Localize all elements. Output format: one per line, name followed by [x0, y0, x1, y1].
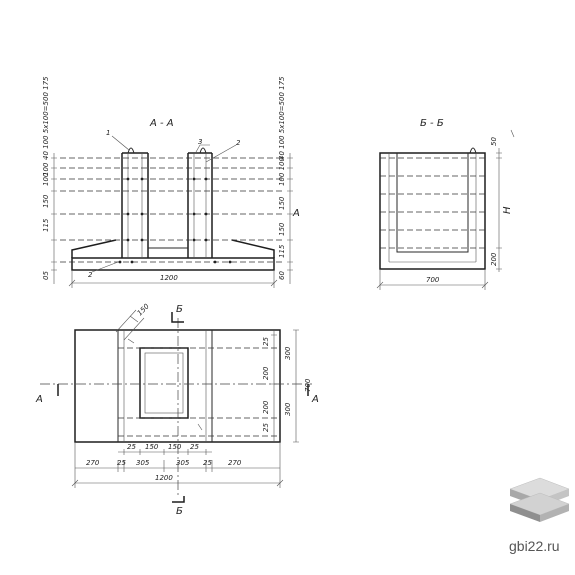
- aa-right-dim-60: 60: [278, 271, 286, 280]
- aa-rebar-lines: [60, 157, 282, 263]
- plan-cup-outer: [139, 347, 189, 419]
- plan-inner-dim-150b: 150: [168, 443, 182, 451]
- plan-cup-inner: [144, 352, 184, 414]
- plan-right-dim-ticks: [271, 329, 299, 443]
- plan-bottom-25a: 25: [117, 459, 126, 467]
- watermark-text: gbi22.ru: [509, 538, 560, 554]
- aa-right-dim-150b: 150: [278, 196, 286, 210]
- plan-pillar-inner-edges: [123, 330, 207, 442]
- plan-rebar-lines: [118, 347, 280, 437]
- bb-rebar-lines: [380, 157, 485, 249]
- plan-dim-25b: 25: [262, 423, 270, 432]
- plan-mark-b-top: Б: [176, 304, 183, 315]
- aa-bottom-dim-line: [71, 270, 275, 288]
- bb-lifting-loop: [469, 147, 477, 154]
- section-bb-title: Б - Б: [420, 118, 444, 129]
- aa-callout-2-leader: [205, 144, 237, 163]
- plan-angle-dim: 150: [136, 302, 151, 317]
- aa-pillar-ribs: [127, 153, 207, 258]
- stacked-slabs-icon: [509, 477, 570, 522]
- plan-outline: [74, 329, 281, 443]
- plan-dim-200b: 200: [262, 400, 270, 414]
- aa-callout-1: 1: [106, 129, 110, 137]
- plan-dim-25a: 25: [262, 337, 270, 346]
- aa-callout-3: 3: [198, 138, 202, 146]
- aa-haunches: [71, 239, 275, 258]
- plan-angle-dim-line: [115, 309, 145, 341]
- plan-mark-a-right: А: [311, 394, 319, 405]
- bb-dim-200: 200: [490, 252, 498, 266]
- plan-inner-dim-25b: 25: [190, 443, 199, 451]
- aa-left-dim-115: 115: [42, 218, 50, 232]
- plan-mark-a-left: А: [35, 394, 43, 405]
- bb-dim-h: H: [502, 206, 513, 214]
- plan-markers: [127, 338, 203, 431]
- aa-right-dim-115: 115: [278, 244, 286, 258]
- plan-dim-200a: 200: [262, 366, 270, 380]
- aa-right-dim-top: 40 100 5х100=500 175: [278, 76, 286, 160]
- aa-left-dim-top: 40 100 5х100=500 175: [42, 76, 50, 160]
- bb-rebar-outline: [388, 153, 477, 263]
- aa-right-dim-100: 100 100: [278, 157, 286, 186]
- plan-bottom-270b: 270: [228, 459, 242, 467]
- aa-left-dim-ticks: [51, 157, 57, 271]
- bb-right-dim-ticks: [496, 152, 502, 270]
- bb-bottom-dim: 700: [426, 276, 440, 284]
- aa-left-pillar: [121, 152, 149, 258]
- aa-callout-1-leader: [111, 135, 130, 151]
- plan-total-dim-line: [71, 479, 284, 487]
- aa-right-dim-150a: 150: [278, 222, 286, 236]
- aa-right-label-a: А: [292, 208, 300, 219]
- section-aa-title: A - A: [149, 118, 174, 129]
- aa-right-dim-ticks: [287, 157, 293, 271]
- aa-left-dim-100b: 100: [42, 162, 50, 176]
- aa-bottom-dim-ticks: [68, 279, 278, 287]
- plan-pillar-edges: [117, 330, 213, 442]
- plan-bottom-25b: 25: [203, 459, 212, 467]
- aa-rebar-nodes: [118, 177, 232, 264]
- aa-callout-2b-leader: [91, 261, 119, 273]
- bb-bottom-dim-line: [379, 269, 486, 290]
- section-bb: Б - Б 50 H 200 700: [376, 118, 515, 290]
- plan-bottom-chain: [74, 442, 281, 488]
- plan-view: А А Б Б 150 25 300 200 200 300 25 700 25…: [35, 302, 319, 517]
- aa-bottom-dim: 1200: [160, 274, 178, 282]
- aa-callout-2b: 2: [88, 271, 93, 279]
- plan-dim-300b: 300: [284, 402, 292, 416]
- plan-bottom-305b: 305: [176, 459, 190, 467]
- plan-bottom-270a: 270: [86, 459, 100, 467]
- plan-right-dim-lines: [273, 330, 297, 442]
- bb-dim-50: 50: [490, 137, 498, 146]
- plan-bottom-305a: 305: [136, 459, 150, 467]
- plan-dim-300a: 300: [284, 346, 292, 360]
- plan-inner-dim-ticks: [123, 449, 207, 455]
- plan-mark-b-top-line: [171, 312, 184, 323]
- aa-lifting-loops: [127, 147, 207, 154]
- plan-total-dim: 1200: [155, 474, 173, 482]
- aa-left-dim-150: 150: [42, 194, 50, 208]
- plan-dim-700: 700: [304, 378, 312, 392]
- plan-mark-b-bottom-line: [172, 496, 185, 503]
- plan-inner-dim-25a: 25: [127, 443, 136, 451]
- plan-inner-dim-150a: 150: [145, 443, 159, 451]
- bb-bottom-dim-ticks: [376, 281, 489, 289]
- section-aa: A - A 1 3 2: [42, 76, 300, 288]
- aa-left-dim-05: 05: [42, 271, 50, 280]
- aa-left-dim-100a: 100: [42, 172, 50, 186]
- plan-mark-b-bottom: Б: [176, 506, 183, 517]
- bb-inner-u: [396, 153, 469, 253]
- aa-callout-2: 2: [236, 139, 241, 147]
- bb-tick-mark: [510, 129, 515, 138]
- bb-outline: [379, 152, 486, 270]
- aa-callout-3-leader: [195, 144, 210, 153]
- aa-right-pillar: [187, 152, 213, 258]
